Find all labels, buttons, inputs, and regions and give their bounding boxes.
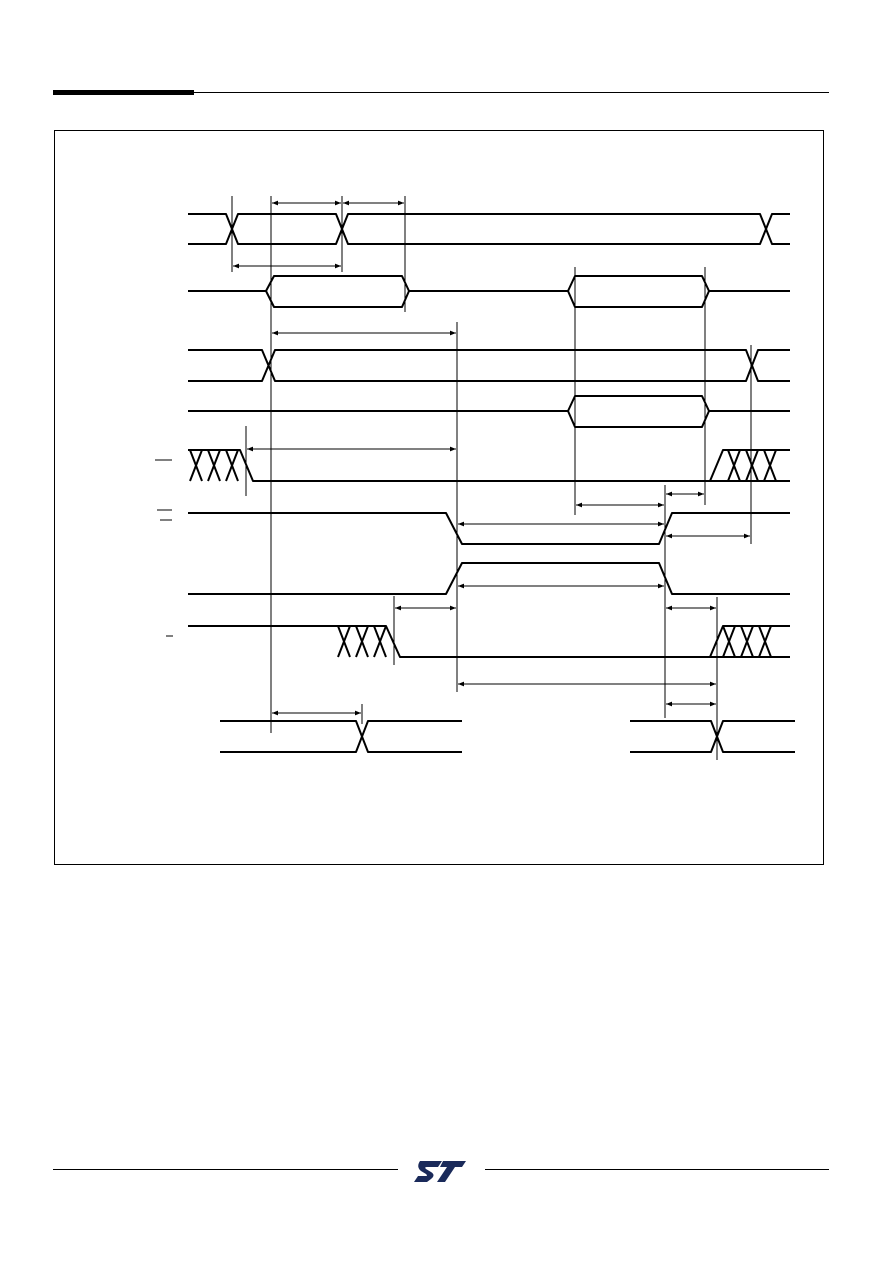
st-logo [414,1161,466,1182]
footer-rule-left [53,1169,398,1170]
signal-output-data-waveform [220,720,795,753]
signal-data-write-waveform [188,395,790,428]
reference-lines [231,196,752,760]
timing-diagram-frame [54,130,824,865]
signal-strobe-waveform [188,562,790,595]
signal-status-waveform [188,349,790,382]
timing-arrows [233,200,750,716]
signal-data-read-waveform [188,275,790,308]
footer-rule-right [485,1169,829,1170]
signal-write-enable-waveform [188,625,790,658]
header-rule [53,92,829,93]
signal-output-enable-waveform [188,512,790,545]
signal-address-waveform [188,213,790,245]
signal-chip-enable-waveform [188,449,790,482]
active-low-marks [155,459,173,637]
